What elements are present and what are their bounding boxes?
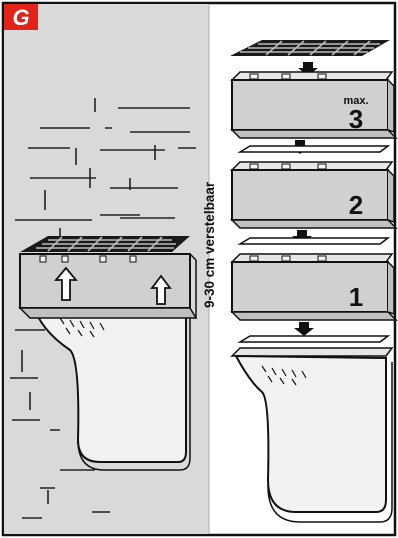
stack-label-1: 1 <box>349 282 363 312</box>
gasket-3 <box>240 146 388 152</box>
panel-letter: G <box>12 5 29 30</box>
gasket-1 <box>240 336 388 342</box>
extension-module-1: 1 <box>232 254 396 320</box>
stack-label-2: 2 <box>349 190 363 220</box>
stack-label-3: 3 <box>349 104 363 134</box>
extension-module-2: 2 <box>232 162 396 228</box>
adjustable-range-label: 9-30 cm verstelbaar <box>202 181 217 308</box>
gasket-2 <box>240 238 388 244</box>
extension-module-3: max. 3 <box>232 72 396 138</box>
